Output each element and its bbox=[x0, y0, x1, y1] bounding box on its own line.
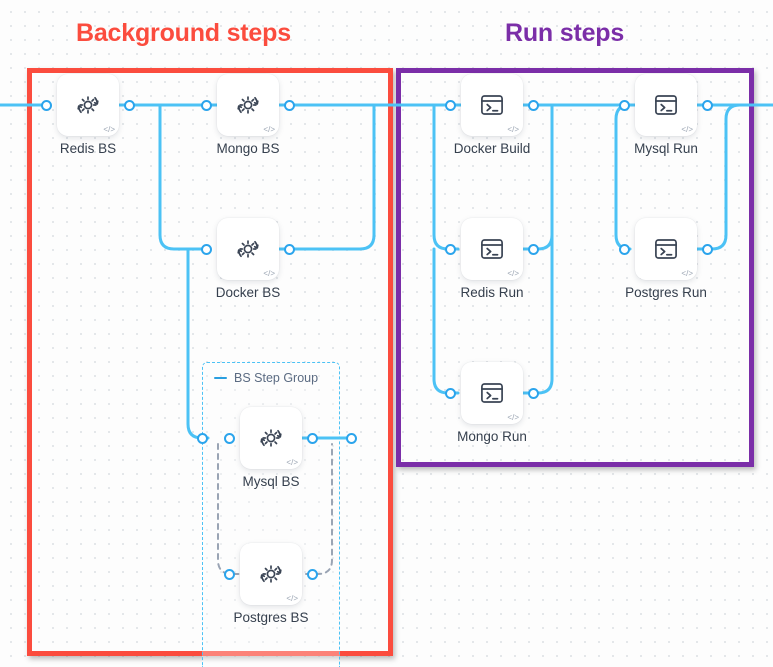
input-port[interactable] bbox=[201, 243, 212, 255]
output-port[interactable] bbox=[528, 243, 539, 255]
bs-step-group-header[interactable]: BS Step Group bbox=[214, 371, 318, 385]
code-badge-icon: </> bbox=[263, 125, 275, 134]
bs-step-group-label: BS Step Group bbox=[234, 371, 319, 385]
node-card[interactable]: </> bbox=[445, 218, 539, 280]
terminal-icon bbox=[481, 95, 503, 115]
node-redis-run[interactable]: </> Redis Run bbox=[445, 218, 539, 300]
gear-sync-icon bbox=[237, 240, 259, 258]
output-port[interactable] bbox=[702, 99, 713, 111]
code-badge-icon: </> bbox=[507, 125, 519, 134]
node-label: Docker BS bbox=[215, 285, 281, 300]
gear-sync-icon bbox=[260, 565, 282, 583]
node-docker-build[interactable]: </> Docker Build bbox=[445, 74, 539, 156]
node-mysql-bs[interactable]: </> Mysql BS bbox=[224, 407, 318, 489]
node-label: Redis BS bbox=[59, 141, 117, 156]
output-port[interactable] bbox=[702, 243, 713, 255]
node-label: Postgres BS bbox=[233, 610, 309, 625]
terminal-icon bbox=[655, 95, 677, 115]
node-label: Mysql BS bbox=[242, 474, 300, 489]
input-port[interactable] bbox=[41, 99, 52, 111]
input-port[interactable] bbox=[445, 99, 456, 111]
gear-sync-icon bbox=[237, 96, 259, 114]
node-card[interactable]: </> bbox=[619, 218, 713, 280]
node-postgres-bs[interactable]: </> Postgres BS bbox=[224, 543, 318, 625]
node-mongo-run[interactable]: </> Mongo Run bbox=[445, 362, 539, 444]
terminal-icon bbox=[655, 239, 677, 259]
input-port[interactable] bbox=[201, 99, 212, 111]
node-card[interactable]: </> bbox=[201, 218, 295, 280]
node-card[interactable]: </> bbox=[41, 74, 135, 136]
input-port[interactable] bbox=[619, 243, 630, 255]
node-label: Mongo BS bbox=[216, 141, 280, 156]
output-port[interactable] bbox=[284, 99, 295, 111]
step-group-output-port[interactable] bbox=[346, 432, 357, 444]
output-port[interactable] bbox=[528, 387, 539, 399]
gear-sync-icon bbox=[260, 429, 282, 447]
node-card[interactable]: </> bbox=[201, 74, 295, 136]
input-port[interactable] bbox=[445, 387, 456, 399]
node-label: Redis Run bbox=[460, 285, 524, 300]
section-title-run-steps: Run steps bbox=[505, 19, 625, 47]
input-port[interactable] bbox=[224, 432, 235, 444]
node-mysql-run[interactable]: </> Mysql Run bbox=[619, 74, 713, 156]
code-badge-icon: </> bbox=[507, 413, 519, 422]
node-label: Postgres Run bbox=[625, 285, 707, 300]
node-redis-bs[interactable]: </> Redis BS bbox=[41, 74, 135, 156]
terminal-icon bbox=[481, 239, 503, 259]
run-steps-group-box bbox=[396, 68, 754, 467]
code-badge-icon: </> bbox=[286, 594, 298, 603]
node-card[interactable]: </> bbox=[619, 74, 713, 136]
node-card[interactable]: </> bbox=[224, 407, 318, 469]
terminal-icon bbox=[481, 383, 503, 403]
background-steps-group-box bbox=[27, 68, 393, 656]
output-port[interactable] bbox=[307, 568, 318, 580]
output-port[interactable] bbox=[307, 432, 318, 444]
node-card[interactable]: </> bbox=[224, 543, 318, 605]
node-card[interactable]: </> bbox=[445, 362, 539, 424]
minus-icon[interactable] bbox=[214, 376, 227, 380]
node-label: Mongo Run bbox=[457, 429, 527, 444]
node-docker-bs[interactable]: </> Docker BS bbox=[201, 218, 295, 300]
node-card[interactable]: </> bbox=[445, 74, 539, 136]
node-postgres-run[interactable]: </> Postgres Run bbox=[619, 218, 713, 300]
output-port[interactable] bbox=[528, 99, 539, 111]
code-badge-icon: </> bbox=[507, 269, 519, 278]
code-badge-icon: </> bbox=[286, 458, 298, 467]
input-port[interactable] bbox=[445, 243, 456, 255]
code-badge-icon: </> bbox=[681, 269, 693, 278]
code-badge-icon: </> bbox=[263, 269, 275, 278]
code-badge-icon: </> bbox=[103, 125, 115, 134]
gear-sync-icon bbox=[77, 96, 99, 114]
node-label: Mysql Run bbox=[634, 141, 698, 156]
step-group-input-port[interactable] bbox=[197, 432, 208, 444]
output-port[interactable] bbox=[124, 99, 135, 111]
code-badge-icon: </> bbox=[681, 125, 693, 134]
section-title-background-steps: Background steps bbox=[76, 19, 291, 47]
input-port[interactable] bbox=[224, 568, 235, 580]
node-label: Docker Build bbox=[453, 141, 531, 156]
output-port[interactable] bbox=[284, 243, 295, 255]
node-mongo-bs[interactable]: </> Mongo BS bbox=[201, 74, 295, 156]
input-port[interactable] bbox=[619, 99, 630, 111]
